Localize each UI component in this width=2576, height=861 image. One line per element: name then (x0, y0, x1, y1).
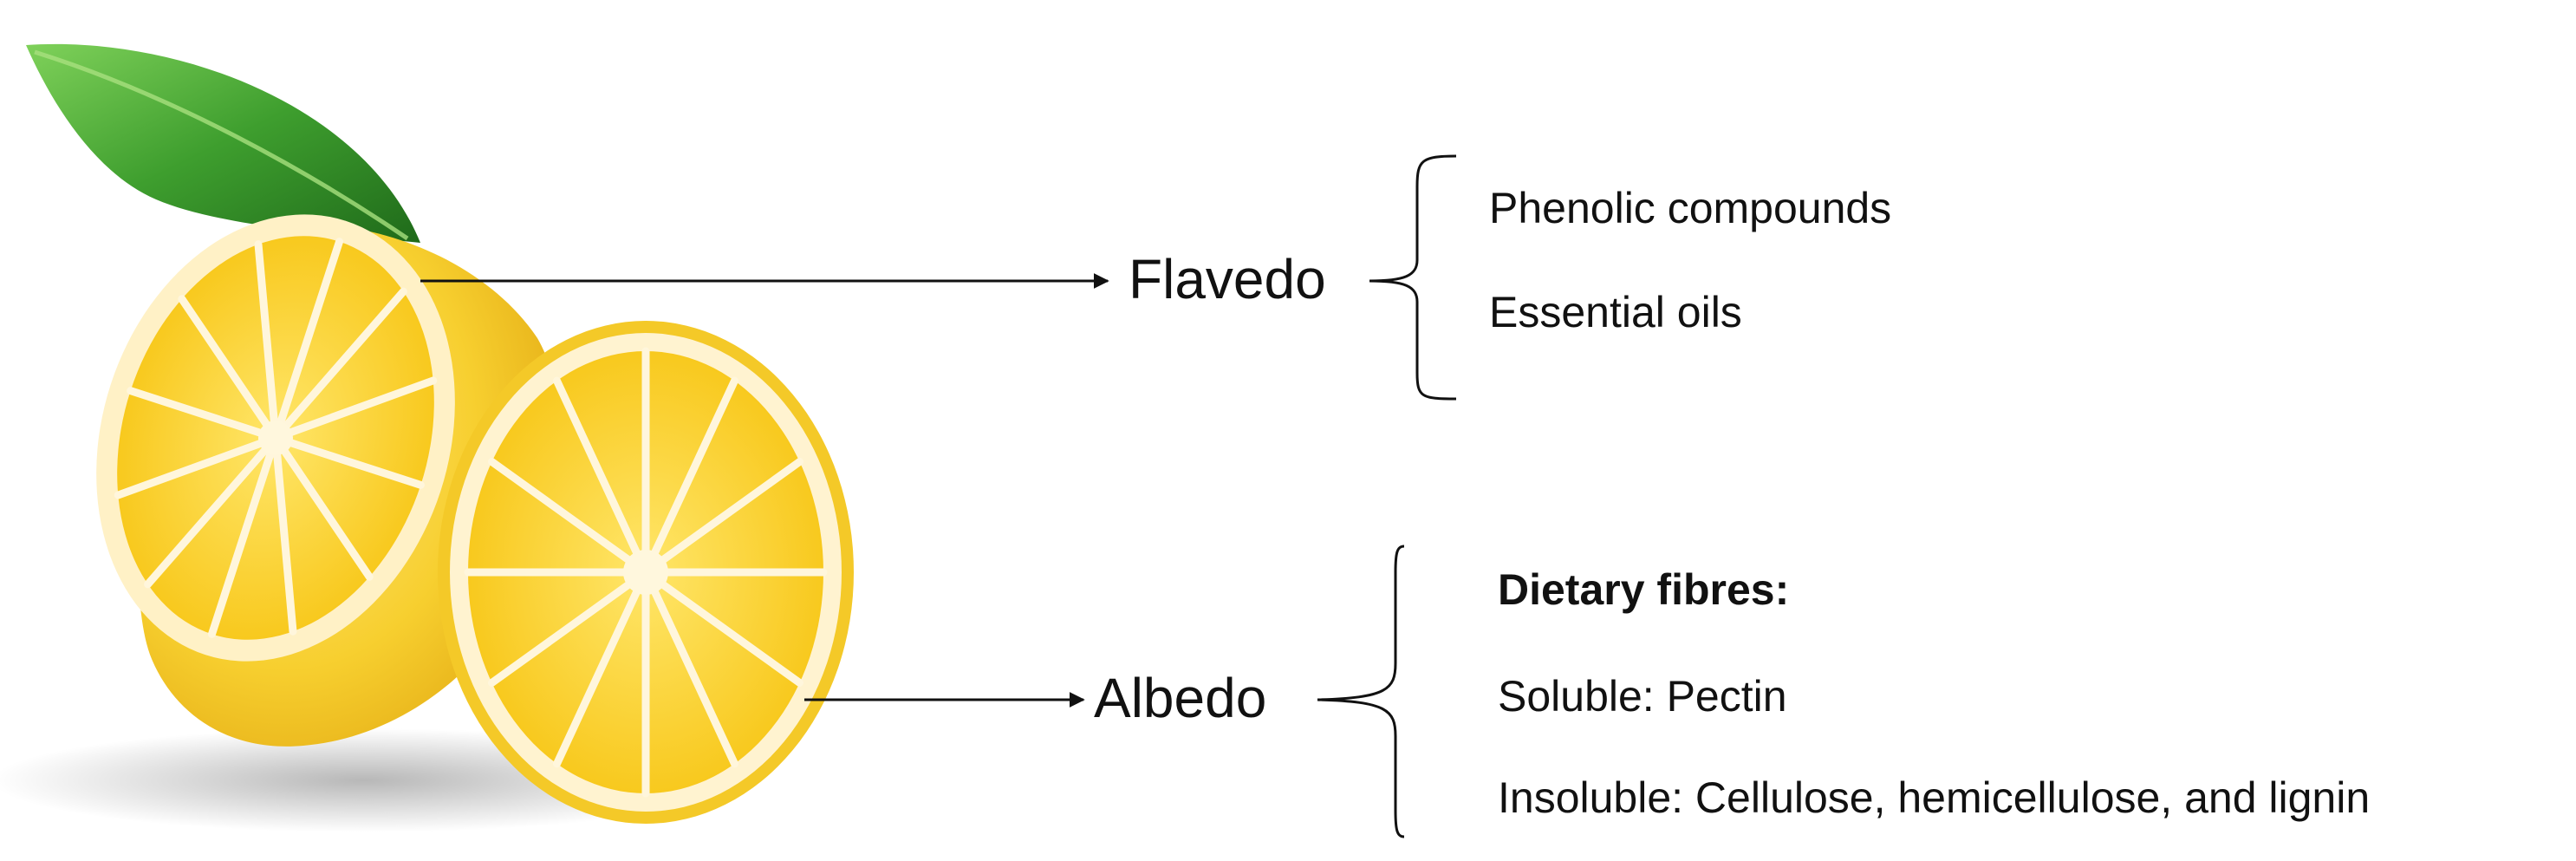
albedo-heading: Dietary fibres: (1498, 565, 1790, 614)
segment-divider (144, 434, 280, 589)
segment-divider (271, 238, 344, 442)
segment-divider (271, 434, 425, 489)
segment-divider (553, 568, 650, 768)
segment-divider (114, 434, 280, 499)
segment-divider (207, 434, 280, 638)
lemon-slice-front (438, 321, 854, 824)
segment-divider (487, 568, 650, 687)
segment-divider (641, 568, 804, 687)
flavedo-label: Flavedo (1129, 248, 1326, 310)
segment-divider (271, 287, 407, 442)
segment-divider (641, 568, 738, 768)
albedo-component-soluble: Soluble: Pectin (1498, 672, 1787, 721)
segment-divider (254, 240, 280, 442)
segment-divider (127, 387, 280, 442)
albedo-brace (1317, 545, 1405, 838)
flavedo-component-essential-oils: Essential oils (1489, 288, 1742, 336)
albedo-component-insoluble: Insoluble: Cellulose, hemicellulose, and… (1498, 773, 2371, 822)
leaf-icon (26, 43, 420, 243)
segment-divider (271, 434, 374, 581)
segment-divider (271, 434, 297, 636)
flavedo-brace (1369, 154, 1457, 401)
segment-divider (487, 458, 650, 577)
segment-divider (271, 376, 438, 442)
segment-divider (641, 376, 738, 577)
flavedo-component-phenolic: Phenolic compounds (1489, 184, 1892, 232)
segment-divider (553, 376, 650, 577)
segment-divider (641, 458, 804, 577)
albedo-label: Albedo (1094, 667, 1267, 729)
segment-divider (178, 295, 280, 442)
